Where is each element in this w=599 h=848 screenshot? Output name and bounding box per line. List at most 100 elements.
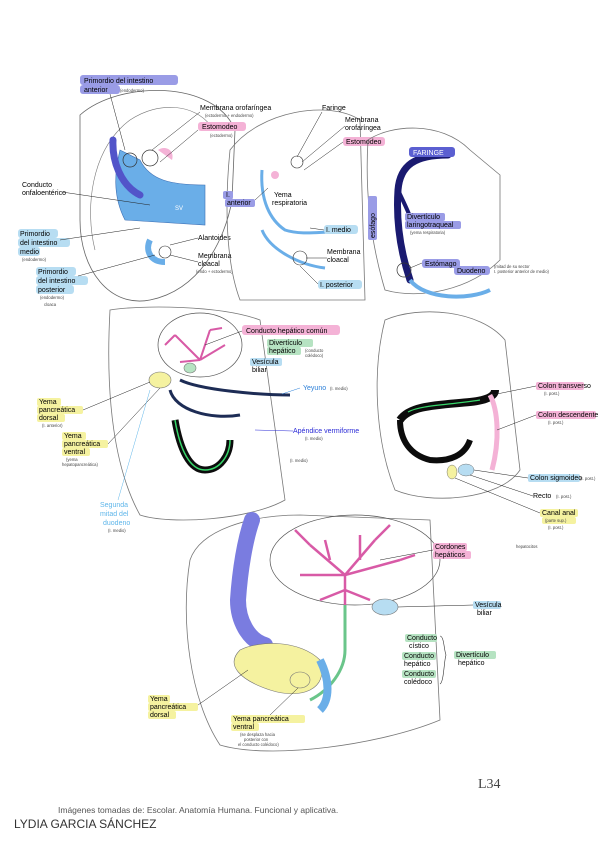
panel-hindgut: Colon transverso (I. post.) Colon descen…	[376, 311, 598, 530]
label-yema-ventral-4: Yema	[64, 433, 82, 440]
label-esofago-3: esófago	[370, 213, 377, 238]
label-vesicula-4: Vesícula	[252, 359, 279, 366]
label-primordio-posterior: Primordio	[38, 269, 68, 276]
panel-early-embryo: SV Primordio del intestino anterior (end…	[18, 75, 271, 307]
panel-embryo-stage-2: Faringe Membrana orofaríngea Estomodeo I…	[223, 105, 385, 301]
label-primordio-medio-4: (endodermo)	[22, 257, 47, 262]
label-diverticulo-laringo-3: (yema respiratoria)	[410, 230, 446, 235]
label-mem-cloacal-2: Membrana	[327, 249, 361, 256]
label-conducto-onfaloenterico-2: onfaloentérico	[22, 190, 66, 197]
label-yema-dorsal-6: Yema	[150, 696, 168, 703]
label-yema-ventral-6: Yema pancreática	[233, 716, 289, 723]
label-conducto-cistico: Conducto	[407, 635, 437, 642]
label-diverticulo-hepatico-4c: (conducto	[305, 348, 324, 353]
label-recto-sub: (I. post.)	[556, 494, 572, 499]
label-conducto-cistico-2: cístico	[409, 643, 429, 650]
label-canal-anal-2: (parte sup.)	[545, 518, 567, 523]
label-diverticulo-hepatico-4: Divertículo	[269, 340, 302, 347]
label-primordio-medio: Primordio	[20, 231, 50, 238]
label-i-anterior-2: I.	[226, 192, 230, 199]
label-diverticulo-hepatico-4d: colédoco)	[305, 353, 324, 358]
label-apendice: Apéndice vermiforme	[293, 428, 359, 435]
label-primordio-posterior-3: posterior	[38, 287, 66, 294]
label-conducto-coledoco: Conducto	[404, 671, 434, 678]
label-estomago-3: Estómago	[425, 261, 457, 268]
label-cordones-hepaticos-2: hepáticos	[435, 552, 465, 559]
page-number: L34	[478, 777, 501, 792]
label-yema-ventral-4d: (yema	[66, 457, 78, 462]
label-canal-anal: Canal anal	[542, 510, 576, 517]
label-cordones-note: hepatocitos	[516, 544, 537, 549]
label-cordones-hepaticos: Cordones	[435, 544, 466, 551]
label-membrana-orofaringea-sub: (ectodermo + endodermo)	[205, 113, 254, 118]
label-primordio-medio-3: medio	[20, 249, 39, 256]
label-membrana-orofaringea: Membrana orofaríngea	[200, 105, 271, 112]
dorsal-pancreas-yellow	[233, 643, 323, 694]
label-i-anterior-2b: anterior	[227, 200, 251, 207]
label-yema-ventral-4c: ventral	[64, 449, 85, 456]
panel-midgut: Conducto hepático común Divertículo hepá…	[37, 306, 359, 533]
label-membrana-cloacal-1: Membrana	[198, 253, 232, 260]
label-yema-dorsal-4c: dorsal	[39, 415, 59, 422]
label-yema-dorsal-4b: pancreática	[39, 407, 75, 414]
label-yema-ventral-6e: el conducto colédoco)	[238, 742, 279, 747]
label-membrana-cloacal-1c: (endo + ectodermo)	[196, 269, 233, 274]
label-i-medio-2: I. medio	[326, 227, 351, 234]
label-primordio-anterior: Primordio del intestino	[84, 78, 153, 85]
label-membrana-oro-2: Membrana	[345, 117, 379, 124]
panel-foregut-derivatives: FARINGE esófago Divertículo laringotraqu…	[366, 127, 550, 299]
author-name: LYDIA GARCIA SÁNCHEZ	[14, 817, 157, 831]
label-yema-dorsal-6b: pancreática	[150, 704, 186, 711]
label-primordio-posterior-5: cloaca	[44, 302, 57, 307]
label-vesicula-6b: biliar	[477, 610, 492, 617]
label-diverticulo-hepatico-6: Divertículo	[456, 652, 489, 659]
label-yema-ventral-6d: posterior con	[244, 737, 269, 742]
label-yema-dorsal-6c: dorsal	[150, 712, 170, 719]
label-diverticulo-laringo-2: laringotraqueal	[407, 222, 454, 229]
label-duodeno-note-1: (mitad de su sector	[494, 264, 530, 269]
label-yema-ventral-6b: ventral	[233, 724, 254, 731]
source-credit: Imágenes tomadas de: Escolar. Anatomía H…	[58, 805, 339, 815]
label-segunda-mitad: Segunda	[100, 502, 128, 509]
label-apendice-sub: (I. medio)	[305, 436, 323, 441]
label-diverticulo-laringo: Divertículo	[407, 214, 440, 221]
label-diverticulo-hepatico-6b: hepático	[458, 660, 485, 667]
label-estomodeo-1: Estomodeo	[202, 124, 238, 131]
label-i-posterior-2: I. posterior	[320, 282, 354, 289]
label-estomodeo-1-sub: (ectodermo)	[210, 133, 233, 138]
label-yema-ventral-4b: pancreática	[64, 441, 100, 448]
label-vesicula-4b: biliar	[252, 367, 267, 374]
label-yema-ventral-6c: (se desplaza hacia	[240, 732, 276, 737]
panel-liver-pancreas: Cordones hepáticos hepatocitos Vesícula …	[148, 512, 537, 752]
label-segunda-mitad-3: duodeno	[103, 520, 130, 527]
hepatic-cords-pink	[294, 524, 416, 605]
label-canal-anal-3: (I. post.)	[548, 525, 564, 530]
label-colon-descendente-sub: (I. post.)	[548, 420, 564, 425]
label-conducto-onfaloenterico: Conducto	[22, 182, 52, 189]
highlight-primordio-anterior	[80, 75, 178, 85]
label-conducto-hepatico-6b: hepático	[404, 661, 431, 668]
sv-label: SV	[175, 206, 183, 212]
label-yema-dorsal-4: Yema	[39, 399, 57, 406]
label-primordio-anterior-3: (endodermo)	[120, 88, 145, 93]
label-recto: Recto	[533, 493, 551, 500]
label-mem-cloacal-2b: cloacal	[327, 257, 349, 264]
hepatic-tree-pink	[164, 327, 226, 363]
label-primordio-posterior-2: del intestino	[38, 278, 75, 285]
label-faringe-2: Faringe	[322, 105, 346, 112]
label-primordio-anterior-2: anterior	[84, 87, 108, 94]
label-conducto-coledoco-2: colédoco	[404, 679, 432, 686]
label-alantoides: Alantoides	[198, 235, 231, 242]
label-conducto-hepatico-6: Conducto	[404, 653, 434, 660]
label-yema-respiratoria-2: Yema	[274, 192, 292, 199]
label-colon-transverso: Colon transverso	[538, 383, 591, 390]
label-conducto-hepatico-comun: Conducto hepático común	[246, 328, 327, 335]
label-colon-sigmoideo-sub: (I. post.)	[580, 476, 596, 481]
label-yema-respiratoria-2b: respiratoria	[272, 200, 307, 207]
label-primordio-posterior-4: (endodermo)	[40, 295, 65, 300]
label-duodeno-3: Duodeno	[457, 268, 486, 275]
label-colon-descendente: Colon descendente	[538, 412, 598, 419]
label-primordio-medio-2: del intestino	[20, 240, 57, 247]
foregut-purple	[109, 136, 144, 199]
